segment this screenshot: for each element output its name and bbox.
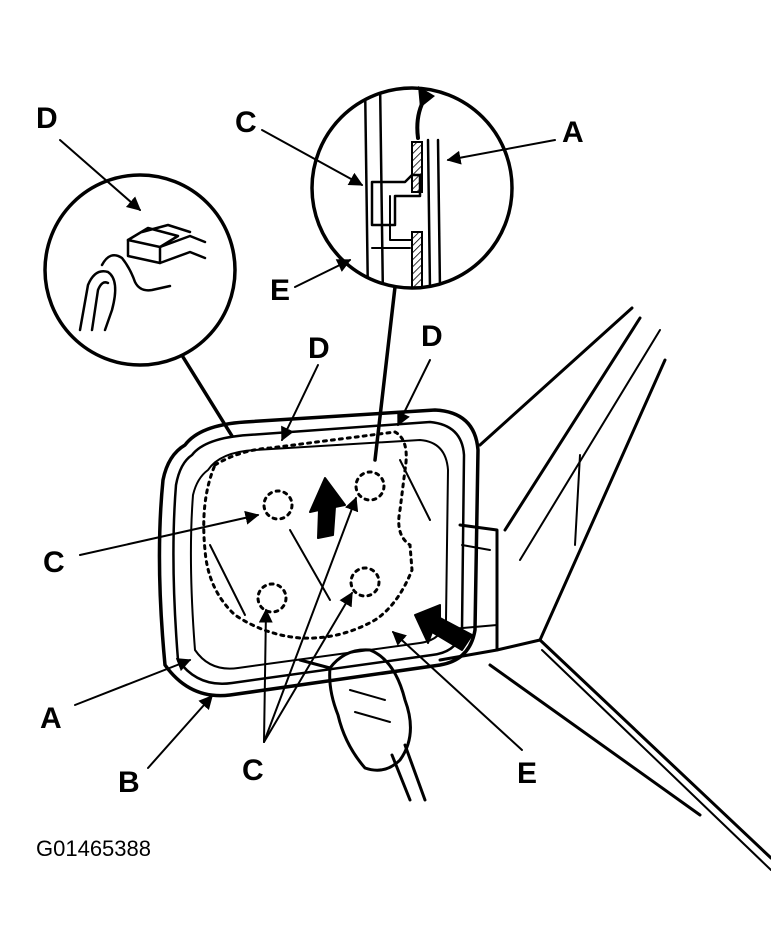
hook-detail-circle [43,173,237,367]
clip-detail-circle [310,86,514,290]
label-e-top: E [270,274,290,307]
leader-lines [59,129,556,769]
label-d-top-left: D [36,102,58,135]
figure-id: G01465388 [36,836,151,861]
label-d-mid-right: D [421,320,443,353]
pry-tool-hand [298,648,427,802]
mirror-glass-outline [202,430,431,640]
door-body [438,306,771,871]
label-a-bottom-left: A [40,702,62,735]
label-d-mid-left: D [308,332,330,365]
insert-tool-arrow [414,604,473,651]
label-c-left: C [43,546,65,579]
label-c-bottom: C [242,754,264,787]
mirror-housing [157,408,480,698]
removal-direction-arrow [309,477,346,539]
right-detail-connector [373,285,397,462]
label-a-top-right: A [562,116,584,149]
left-detail-connector [181,355,234,438]
label-c-top: C [235,106,257,139]
label-e-bottom: E [517,757,537,790]
label-b: B [118,766,140,799]
